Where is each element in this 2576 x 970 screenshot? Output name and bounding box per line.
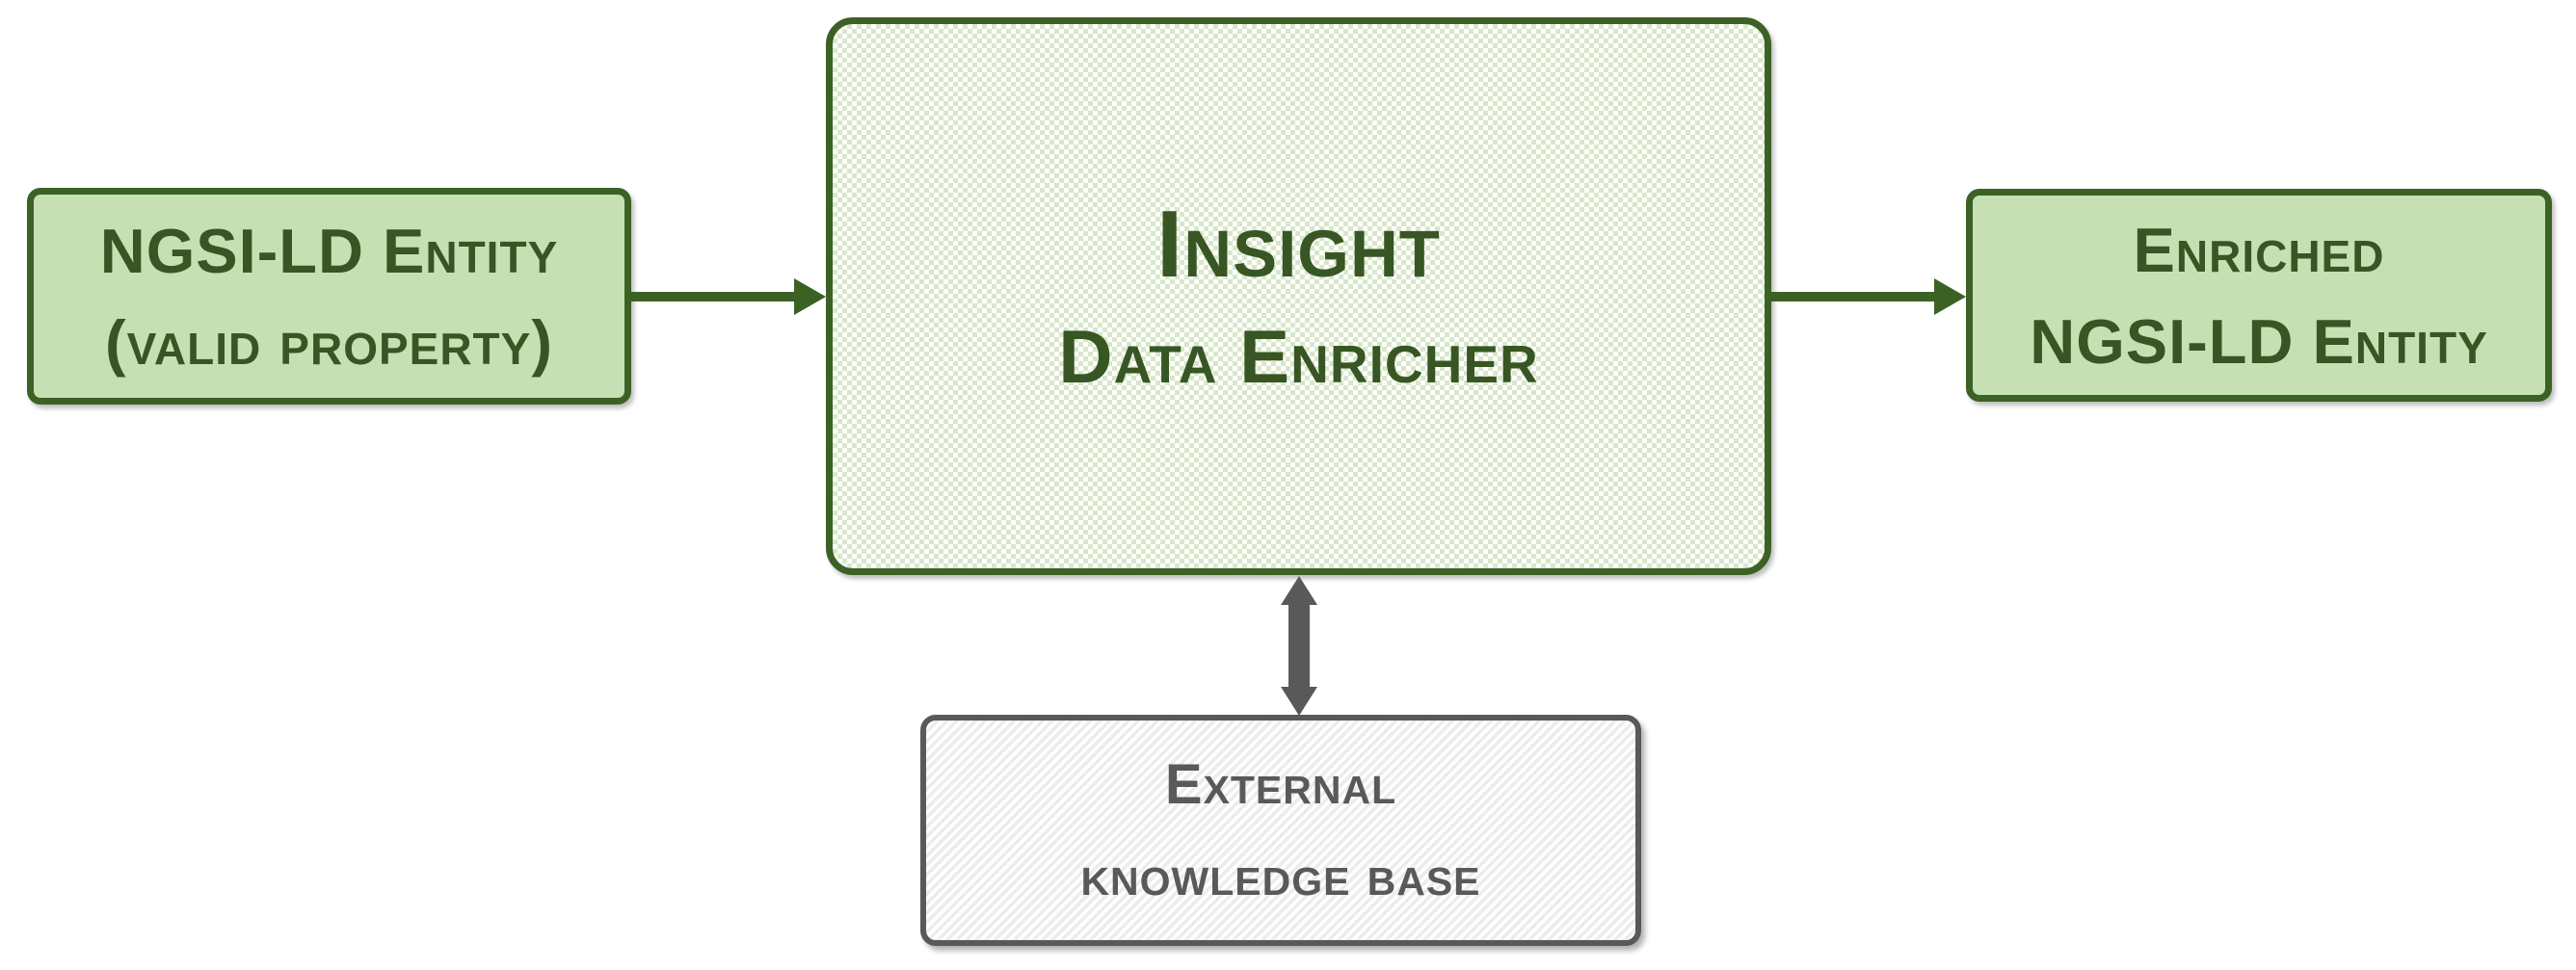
arrow-head-icon [794,278,826,315]
arrow-shaft [1288,602,1310,690]
node-label-line2: NGSI-LD Entity [2030,305,2488,377]
node-label-line2: knowledge base [1080,845,1481,907]
node-label-line2: Data Enricher [1058,313,1539,399]
arrow-shaft [1771,292,1937,301]
node-label-line1: NGSI-LD Entity [99,215,559,286]
node-label-line2: (valid property) [105,306,553,378]
arrow-shaft [631,292,797,301]
arrow-head-icon [1934,278,1966,315]
node-external-knowledge-base: External knowledge base [920,715,1641,946]
arrow-head-down-icon [1281,687,1317,716]
arrow-input-to-enricher-icon [631,278,826,315]
node-label-line1: Enriched [2133,214,2385,285]
arrow-head-up-icon [1281,576,1317,605]
node-enriched-ngsild-entity-output: Enriched NGSI-LD Entity [1966,189,2552,402]
node-insight-data-enricher: Insight Data Enricher [826,17,1771,575]
node-label-line1: Insight [1156,190,1441,297]
node-ngsild-entity-input: NGSI-LD Entity (valid property) [27,188,631,405]
arrow-enricher-knowledgebase-bidirectional-icon [1281,576,1317,716]
arrow-enricher-to-output-icon [1771,278,1966,315]
node-label-line1: External [1164,753,1397,816]
